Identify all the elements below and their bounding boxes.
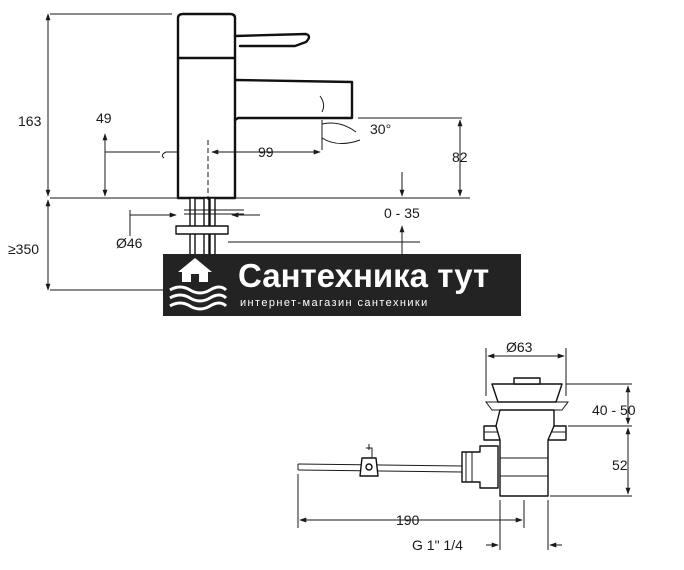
faucet-lever (233, 32, 311, 48)
drain-pull-rod (297, 463, 463, 467)
drain-flange (491, 383, 563, 403)
watermark-subtitle: интернет-магазин сантехники (240, 297, 429, 309)
dim-flange-height: 40 - 50 (592, 402, 636, 418)
dim-spout-reach: 99 (258, 144, 274, 160)
drain-drawing: Ø63 40 - 50 52 190 G 1" 1/4 (297, 339, 636, 553)
watermark-title: Сантехника тут (238, 257, 489, 294)
drain-body (495, 409, 555, 497)
dim-body-height: 52 (612, 457, 628, 473)
dim-hole-diameter: Ø46 (116, 235, 143, 251)
dim-handle-offset: 49 (96, 110, 112, 126)
watermark-banner: Сантехника тут интернет-магазин сантехни… (163, 254, 521, 316)
dim-handle-angle: 30° (370, 121, 391, 137)
dim-flange-diameter: Ø63 (506, 339, 533, 355)
dim-thread: G 1" 1/4 (412, 537, 463, 553)
dim-height-total: 163 (18, 113, 42, 129)
dim-spout-height: 82 (452, 149, 468, 165)
faucet-spout (233, 78, 354, 122)
faucet-body (176, 12, 237, 200)
dim-rod-length: 190 (396, 512, 420, 528)
faucet-drawing: 163 49 99 30° 82 0 - 35 Ø46 ≥350 (8, 12, 470, 291)
dim-hose-length: ≥350 (8, 241, 39, 257)
drain-side-fitting (461, 445, 499, 489)
dim-deck-thickness: 0 - 35 (384, 205, 420, 221)
house-waves-logo-icon (169, 258, 228, 311)
